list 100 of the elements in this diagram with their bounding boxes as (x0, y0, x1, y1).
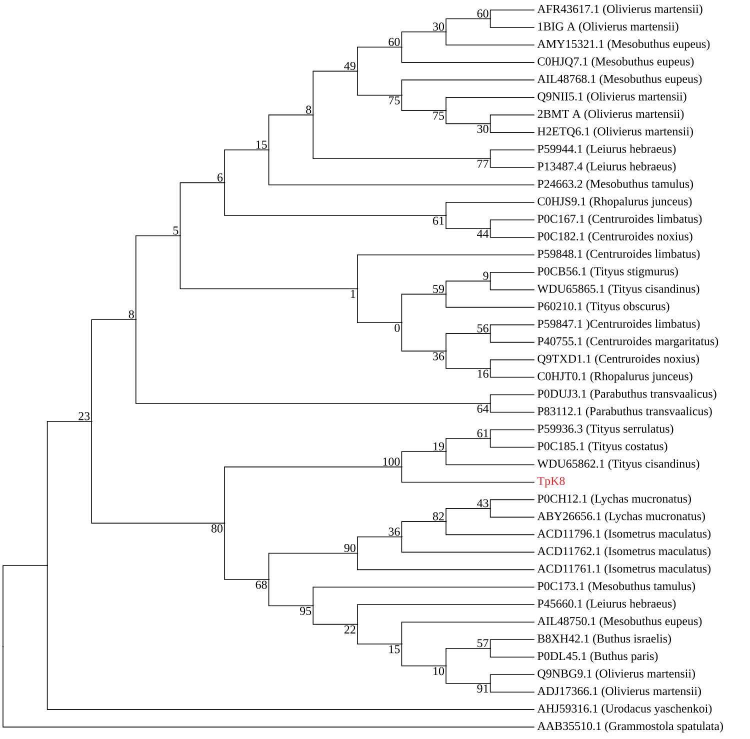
bootstrap-value: 77 (478, 160, 488, 168)
tree-branch (357, 604, 534, 624)
sequence-label: P0CB56.1 (Tityus stigmurus) (538, 266, 678, 278)
tree-branch (268, 150, 534, 186)
bootstrap-value: 23 (78, 412, 90, 420)
tree-branch (357, 536, 402, 553)
tree-branch (136, 235, 180, 320)
tree-branch (490, 324, 534, 334)
tree-branch (446, 216, 490, 230)
bootstrap-value: 9 (483, 272, 488, 280)
bootstrap-value: 56 (478, 324, 488, 332)
tree-branch (401, 644, 446, 666)
sequence-label: P45660.1 (Leiurus hebraeus) (538, 599, 676, 610)
bootstrap-value: 15 (389, 645, 400, 654)
sequence-label: ACD11761.1 (Isometrus maculatus) (537, 564, 711, 576)
sequence-label: 2BMT A (Olivierus martensii) (538, 110, 684, 120)
tree-branch (268, 580, 313, 606)
bootstrap-value: 30 (433, 22, 444, 31)
bootstrap-value: 36 (388, 528, 400, 536)
sequence-label: AHJ59316.1 (Urodacus yaschenkoi) (537, 704, 712, 716)
sequence-label: C0HJQ7.1 (Mesobuthus eupeus) (538, 57, 694, 68)
tree-branch (490, 229, 534, 238)
tree-branch (490, 114, 534, 124)
sequence-label: C0HJS9.1 (Rhopalurus junceus) (538, 196, 692, 208)
tree-branch (312, 606, 357, 625)
tree-branch (446, 111, 490, 124)
bootstrap-value: 61 (477, 429, 488, 438)
bootstrap-value: 59 (433, 284, 444, 293)
sequence-label: Q9NBG9.1 (Olivierus martensii) (538, 669, 695, 680)
sequence-label: WDU65862.1 (Tityus cisandinus) (537, 459, 700, 470)
bootstrap-value: 36 (433, 352, 444, 360)
sequence-label: P40755.1 (Centruroides margaritatus) (538, 336, 718, 348)
tree-branch (490, 394, 534, 403)
bootstrap-value: 49 (344, 62, 356, 70)
tree-branch (490, 359, 534, 368)
bootstrap-value: 44 (477, 230, 489, 238)
sequence-label: P60210.1 (Tityus obscurus) (538, 302, 670, 313)
bootstrap-value: 95 (300, 606, 312, 615)
sequence-label: WDU65865.1 (Tityus cisandinus) (537, 284, 700, 296)
sequence-label: Q9TXD1.1 (Centruroides noxius) (538, 354, 699, 366)
tree-branch (446, 97, 534, 110)
sequence-label: AFR43617.1 (Olivierus martensii) (537, 4, 702, 16)
tree-branch (268, 552, 357, 579)
bootstrap-value: 91 (477, 684, 488, 693)
sequence-label: P59944.1 (Leiurus hebraeus) (538, 144, 676, 156)
tree-branch (446, 666, 490, 684)
tree-branch (446, 294, 534, 308)
tree-branch (224, 150, 268, 182)
tree-branch (401, 31, 446, 47)
bootstrap-value: 57 (478, 639, 488, 648)
bootstrap-value: 75 (389, 96, 400, 104)
sequence-label: AAB35510.1 (Grammostola spatulata) (537, 722, 723, 733)
tree-branch (180, 236, 357, 290)
sequence-label: P13487.4 (Leiurus hebraeus) (538, 162, 676, 173)
bootstrap-value: 5 (173, 226, 178, 234)
sequence-label: H2ETQ6.1 (Olivierus martensii) (538, 126, 693, 138)
tree-branch (401, 323, 446, 352)
tree-branch (224, 183, 446, 216)
sequence-label: P83112.1 (Parabuthus transvaalicus) (538, 406, 712, 418)
sequence-label: AIL48768.1 (Mesobuthus eupeus) (537, 74, 702, 86)
tree-branch (446, 438, 490, 452)
tree-branch (490, 639, 534, 648)
sequence-label: P24663.2 (Mesobuthus tamulus) (538, 179, 693, 190)
tree-branch (446, 333, 490, 351)
bootstrap-value: 1 (350, 290, 356, 298)
sequence-label: P0CH12.1 (Lychas mucronatus) (538, 494, 691, 506)
tree-branch (357, 72, 402, 96)
bootstrap-value: 60 (477, 9, 488, 18)
tree-branch (46, 566, 534, 710)
tree-branch (224, 524, 268, 580)
bootstrap-value: 30 (477, 124, 488, 133)
tree-branch (401, 294, 446, 322)
tree-branch (490, 272, 534, 281)
sequence-label: AIL48750.1 (Mesobuthus eupeus) (537, 616, 702, 628)
sequence-label: AMY15321.1 (Mesobuthus eupeus) (537, 40, 710, 50)
tree-branch (446, 32, 534, 46)
tree-branch (2, 565, 47, 646)
bootstrap-value: 82 (432, 512, 444, 520)
tree-branch (490, 404, 534, 413)
tree-branch (490, 438, 534, 448)
tree-branch (312, 586, 534, 606)
tree-branch (490, 150, 534, 158)
tree-branch (490, 369, 534, 378)
tree-branch (490, 19, 534, 28)
sequence-label: 1BIG A (Olivierus martensii) (538, 22, 678, 33)
bootstrap-value: 90 (344, 544, 356, 552)
tree-branch (401, 537, 534, 553)
tree-branch (357, 554, 534, 570)
tree-branch (401, 48, 534, 63)
bootstrap-value: 60 (388, 38, 400, 46)
tree-branch (446, 280, 490, 294)
bootstrap-value: 6 (218, 173, 223, 182)
sequence-label: P0C173.1 (Mesobuthus tamulus) (538, 582, 695, 593)
sequence-label: P0DUJ3.1 (Parabuthus transvaalicus) (538, 389, 716, 400)
tree-branch (490, 10, 534, 18)
tree-branch (446, 508, 490, 522)
tree-branch (401, 80, 534, 95)
sequence-label: TpK8 (537, 476, 565, 488)
tree-branch (490, 334, 534, 343)
sequence-label: ADJ17366.1 (Olivierus martensii) (537, 686, 701, 698)
